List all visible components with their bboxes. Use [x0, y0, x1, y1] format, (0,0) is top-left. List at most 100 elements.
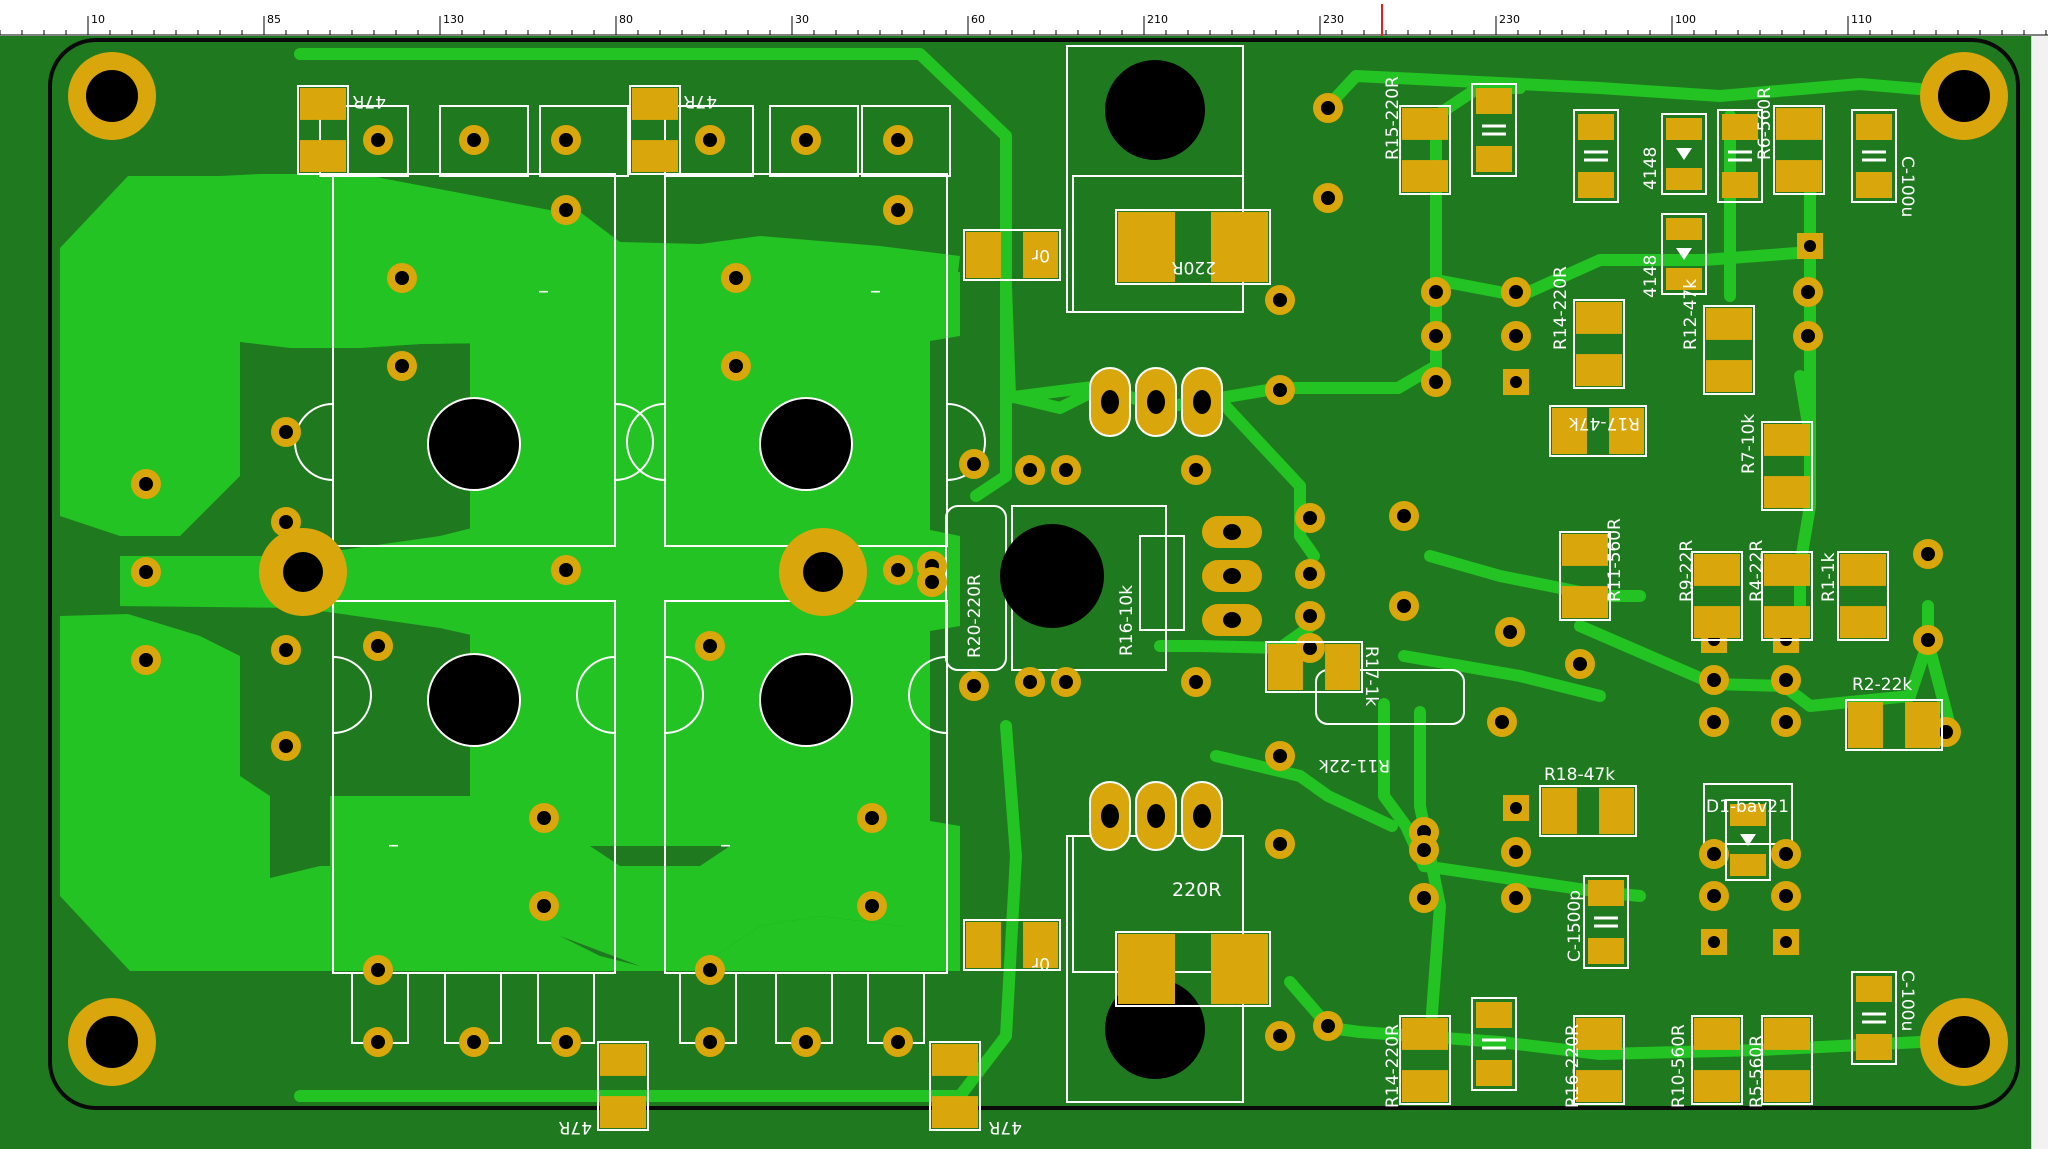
capacitor-pad[interactable] — [1856, 976, 1892, 1002]
smd-pad[interactable] — [966, 232, 1001, 278]
smd-pad[interactable] — [1576, 1070, 1622, 1102]
smd-pad[interactable] — [1706, 308, 1752, 340]
smd-pad[interactable] — [1764, 1070, 1810, 1102]
pad-drill — [891, 203, 905, 217]
smd-pad[interactable] — [1609, 408, 1644, 454]
diode-pad[interactable] — [1666, 118, 1702, 140]
smd-pad[interactable] — [300, 140, 346, 172]
transistor-outline — [332, 173, 616, 547]
smd-pad[interactable] — [1694, 1070, 1740, 1102]
smd-pad[interactable] — [1576, 302, 1622, 334]
smd-pad[interactable] — [1402, 160, 1448, 192]
capacitor-pad[interactable] — [1856, 1034, 1892, 1060]
smd-pad[interactable] — [1562, 534, 1608, 566]
vertical-scrollbar[interactable] — [2031, 36, 2048, 1149]
pad-drill — [1397, 599, 1411, 613]
pad-drill — [1509, 329, 1523, 343]
label-r1: R1-1k — [1819, 552, 1839, 602]
smd-pad[interactable] — [1402, 1070, 1448, 1102]
smd-pad[interactable] — [1905, 702, 1940, 748]
capacitor-pad[interactable] — [1856, 172, 1892, 198]
smd-pad[interactable] — [300, 88, 346, 120]
capacitor-pad[interactable] — [1476, 1002, 1512, 1028]
label-0r: 0r — [1032, 245, 1050, 265]
smd-pad[interactable] — [632, 88, 678, 120]
capacitor-outline — [1851, 109, 1897, 203]
diode-pad[interactable] — [1666, 218, 1702, 240]
smd-pad[interactable] — [1268, 644, 1303, 690]
smd-pad[interactable] — [1576, 354, 1622, 386]
trimmer-hole[interactable] — [1000, 524, 1104, 628]
diode-pad[interactable] — [1666, 268, 1702, 290]
capacitor-pad[interactable] — [1722, 172, 1758, 198]
smd-pad[interactable] — [1840, 554, 1886, 586]
smd-pad[interactable] — [1211, 212, 1268, 282]
smd-pad[interactable] — [600, 1044, 646, 1076]
copper-fill-upper-right-block — [470, 326, 930, 546]
smd-pad[interactable] — [1402, 1018, 1448, 1050]
smd-pad[interactable] — [1552, 408, 1587, 454]
smd-footprint-outline — [1837, 551, 1889, 641]
smd-pad[interactable] — [1764, 1018, 1810, 1050]
smd-pad[interactable] — [632, 140, 678, 172]
diode-pad[interactable] — [1666, 168, 1702, 190]
smd-pad[interactable] — [600, 1096, 646, 1128]
pad-drill — [1303, 567, 1317, 581]
label-r11-22k: R11-22k — [1319, 755, 1390, 775]
smd-pad[interactable] — [1776, 160, 1822, 192]
diode-pad[interactable] — [1730, 804, 1766, 826]
smd-pad[interactable] — [1764, 554, 1810, 586]
capacitor-pad[interactable] — [1476, 88, 1512, 114]
oval-pads — [1089, 367, 1262, 851]
label-47r: 47R — [683, 91, 717, 111]
tab-hole[interactable] — [759, 653, 853, 747]
smd-pad[interactable] — [1576, 1018, 1622, 1050]
smd-pad[interactable] — [1599, 788, 1634, 834]
smd-pad[interactable] — [1402, 108, 1448, 140]
smd-pad[interactable] — [1764, 424, 1810, 456]
capacitor-pad[interactable] — [1578, 114, 1614, 140]
smd-pad[interactable] — [1840, 606, 1886, 638]
smd-pad[interactable] — [1542, 788, 1577, 834]
horizontal-ruler[interactable]: 10 85 130 80 30 60 210 230 230 100 110 — [0, 0, 2048, 36]
pad-drill — [865, 899, 879, 913]
regulator-hole[interactable] — [1105, 60, 1205, 160]
smd-pad[interactable] — [932, 1096, 978, 1128]
diode-outline — [1661, 213, 1707, 295]
tab-hole[interactable] — [427, 653, 521, 747]
capacitor-pad[interactable] — [1588, 880, 1624, 906]
smd-pad[interactable] — [1764, 606, 1810, 638]
smd-pad[interactable] — [932, 1044, 978, 1076]
smd-pad[interactable] — [1776, 108, 1822, 140]
smd-pad[interactable] — [1848, 702, 1883, 748]
capacitor-pad[interactable] — [1476, 1060, 1512, 1086]
smd-pad[interactable] — [1562, 586, 1608, 618]
smd-pad[interactable] — [1764, 476, 1810, 508]
smd-pad[interactable] — [1694, 1018, 1740, 1050]
smd-pad[interactable] — [1706, 360, 1752, 392]
capacitor-pad[interactable] — [1722, 114, 1758, 140]
capacitor-pad[interactable] — [1578, 172, 1614, 198]
smd-footprint-outline — [1399, 105, 1451, 195]
capacitor-pad[interactable] — [1856, 114, 1892, 140]
smd-pad[interactable] — [1325, 644, 1360, 690]
smd-pad[interactable] — [1694, 606, 1740, 638]
smd-pad[interactable] — [1118, 934, 1175, 1004]
label-dash: – — [870, 279, 881, 304]
smd-pad[interactable] — [966, 922, 1001, 968]
capacitor-pad[interactable] — [1588, 938, 1624, 964]
smd-pad[interactable] — [1694, 554, 1740, 586]
pin-outline — [439, 105, 529, 177]
smd-pad[interactable] — [1118, 212, 1175, 282]
tab-hole[interactable] — [759, 397, 853, 491]
capacitor-pad[interactable] — [1476, 146, 1512, 172]
diode-pad[interactable] — [1730, 854, 1766, 876]
smd-pad[interactable] — [1023, 232, 1058, 278]
pad-drill — [1429, 285, 1443, 299]
pin-outline — [861, 105, 951, 177]
pcb-canvas[interactable]: 47R 47R 47R 47R 0r 0r 220R 220R R15-220R… — [0, 36, 2048, 1149]
smd-pad[interactable] — [1023, 922, 1058, 968]
smd-pad[interactable] — [1211, 934, 1268, 1004]
tab-hole[interactable] — [427, 397, 521, 491]
pad-drill — [1429, 329, 1443, 343]
